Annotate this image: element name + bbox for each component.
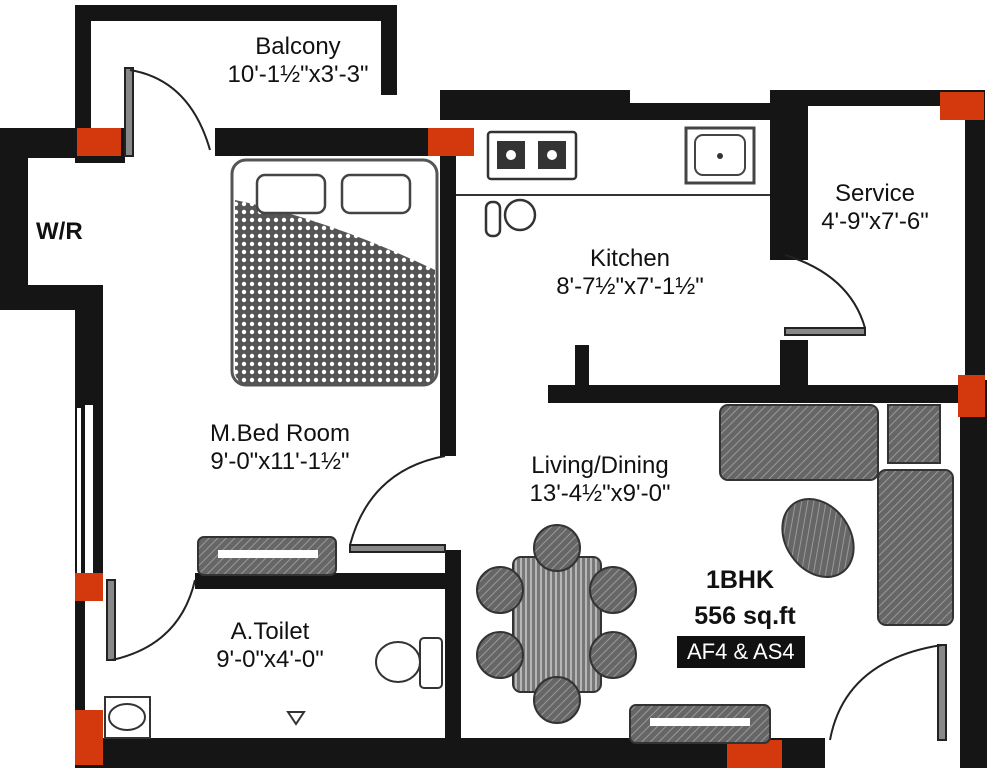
unit-code-badge: AF4 & AS4 — [677, 636, 805, 668]
room-name: Service — [834, 180, 916, 207]
kitchen-counter — [456, 126, 770, 238]
room-name: M.Bed Room — [209, 420, 351, 447]
room-label-balcony: Balcony 10'-1½"x3'-3" — [178, 33, 418, 88]
bed-icon — [230, 158, 439, 387]
dining-table-icon — [476, 524, 637, 724]
room-label-wr: W/R — [36, 218, 83, 245]
room-label-kitchen: Kitchen 8'-7½"x7'-1½" — [515, 245, 745, 300]
windows — [77, 94, 960, 578]
room-name: Balcony — [255, 33, 341, 60]
room-dimensions: 4'-9"x7'-6" — [821, 207, 929, 235]
room-label-living: Living/Dining 13'-4½"x9'-0" — [475, 452, 725, 507]
columns — [75, 92, 985, 768]
room-label-toilet: A.Toilet 9'-0"x4'-0" — [185, 618, 355, 673]
room-label-bedroom: M.Bed Room 9'-0"x11'-1½" — [165, 420, 395, 475]
room-label-service: Service 4'-9"x7'-6" — [790, 180, 960, 235]
room-name: Kitchen — [589, 245, 671, 272]
toilet-fixtures — [104, 637, 443, 739]
room-name: A.Toilet — [230, 618, 310, 645]
room-dimensions: 10'-1½"x3'-3" — [227, 60, 369, 88]
unit-area: 556 sq.ft — [694, 602, 796, 630]
room-dimensions: 13'-4½"x9'-0" — [529, 479, 671, 507]
room-name: Living/Dining — [531, 452, 669, 479]
room-dimensions: 9'-0"x11'-1½" — [210, 447, 350, 475]
room-dimensions: 9'-0"x4'-0" — [216, 645, 324, 673]
room-dimensions: 8'-7½"x7'-1½" — [556, 272, 704, 300]
unit-type: 1BHK — [705, 566, 775, 594]
doors — [106, 67, 947, 741]
sofa-icon — [719, 404, 954, 626]
walls — [0, 5, 987, 768]
